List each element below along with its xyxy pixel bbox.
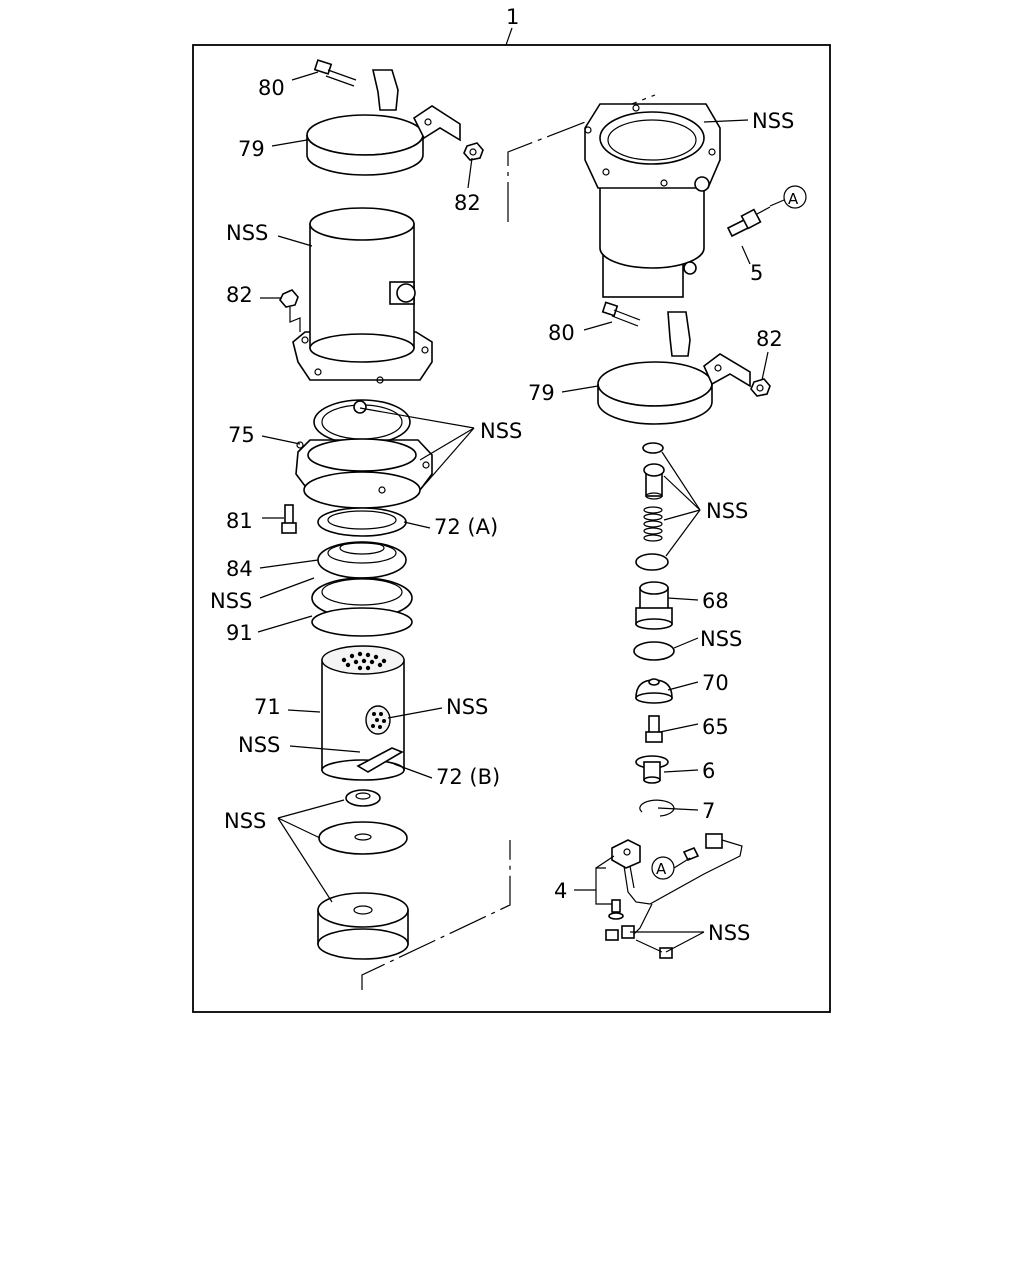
label-82-upper: 82	[454, 191, 481, 215]
sensor-harness-4	[605, 833, 743, 959]
label-84: 84	[226, 557, 253, 581]
bottom-seal	[345, 789, 381, 807]
valve-body-68	[635, 581, 673, 630]
filter-cover-can	[292, 207, 433, 384]
label-80-lower: 80	[548, 321, 575, 345]
sensor-5	[726, 206, 771, 238]
screw-65	[645, 715, 663, 743]
label-75: 75	[228, 423, 255, 447]
label-72a: 72 (A)	[434, 515, 498, 539]
label-nss-clip: NSS	[238, 733, 280, 757]
clamp-band-79-lower	[597, 311, 751, 425]
bottom-disc	[318, 821, 408, 855]
label-6: 6	[702, 759, 715, 783]
filter-head-75	[295, 399, 433, 509]
label-5: 5	[750, 261, 763, 285]
snap-ring-7	[639, 799, 675, 817]
label-82-lower: 82	[756, 327, 783, 351]
bolt-80-lower	[601, 301, 641, 327]
label-68: 68	[702, 589, 729, 613]
reference-a-upper	[783, 185, 807, 209]
label-4: 4	[554, 879, 567, 903]
label-81: 81	[226, 509, 253, 533]
label-nss-screws: NSS	[708, 921, 750, 945]
label-70: 70	[702, 671, 729, 695]
label-71: 71	[254, 695, 281, 719]
label-7: 7	[702, 799, 715, 823]
label-82-left: 82	[226, 283, 253, 307]
diagram-frame	[192, 44, 831, 1013]
cap-70	[635, 678, 673, 704]
label-79-upper: 79	[238, 137, 265, 161]
seal-72a	[317, 507, 407, 537]
label-ref-a-lower: A	[656, 860, 667, 878]
label-nss-ring: NSS	[210, 589, 252, 613]
leader-lines	[257, 71, 785, 953]
valve-oring-upper	[642, 442, 664, 454]
label-72b: 72 (B)	[436, 765, 500, 789]
label-65: 65	[702, 715, 729, 739]
filter-element-71	[321, 645, 405, 781]
nut-82-upper	[463, 142, 484, 161]
label-79-lower: 79	[528, 381, 555, 405]
valve-spring	[643, 506, 663, 542]
label-nss-oring: NSS	[700, 627, 742, 651]
label-nss-housing: NSS	[752, 109, 794, 133]
nut-82-left	[279, 289, 301, 332]
label-nss-valve: NSS	[706, 499, 748, 523]
valve-plunger	[643, 463, 665, 500]
label-nss-mesh: NSS	[446, 695, 488, 719]
bolt-80-upper	[313, 59, 357, 87]
label-nss-seals: NSS	[480, 419, 522, 443]
bushing-6	[635, 755, 669, 784]
label-ref-a-upper: A	[788, 190, 799, 208]
assembly-number-label: 1	[506, 5, 519, 29]
bolt-81	[281, 504, 297, 534]
ring-91	[311, 577, 413, 637]
callout-labels: 80 79 82 NSS 82 75 NSS 81 72 (A) 84 NSS …	[210, 76, 799, 945]
label-nss-bottom: NSS	[224, 809, 266, 833]
label-nss-can: NSS	[226, 221, 268, 245]
label-91: 91	[226, 621, 253, 645]
nut-82-right	[750, 378, 771, 397]
clamp-band-79-upper	[306, 69, 461, 176]
oring-68	[633, 641, 675, 661]
label-80-upper: 80	[258, 76, 285, 100]
bottom-cup	[317, 892, 409, 960]
filter-housing	[584, 103, 721, 298]
part-84	[317, 541, 407, 579]
valve-oring-lower	[635, 553, 669, 571]
